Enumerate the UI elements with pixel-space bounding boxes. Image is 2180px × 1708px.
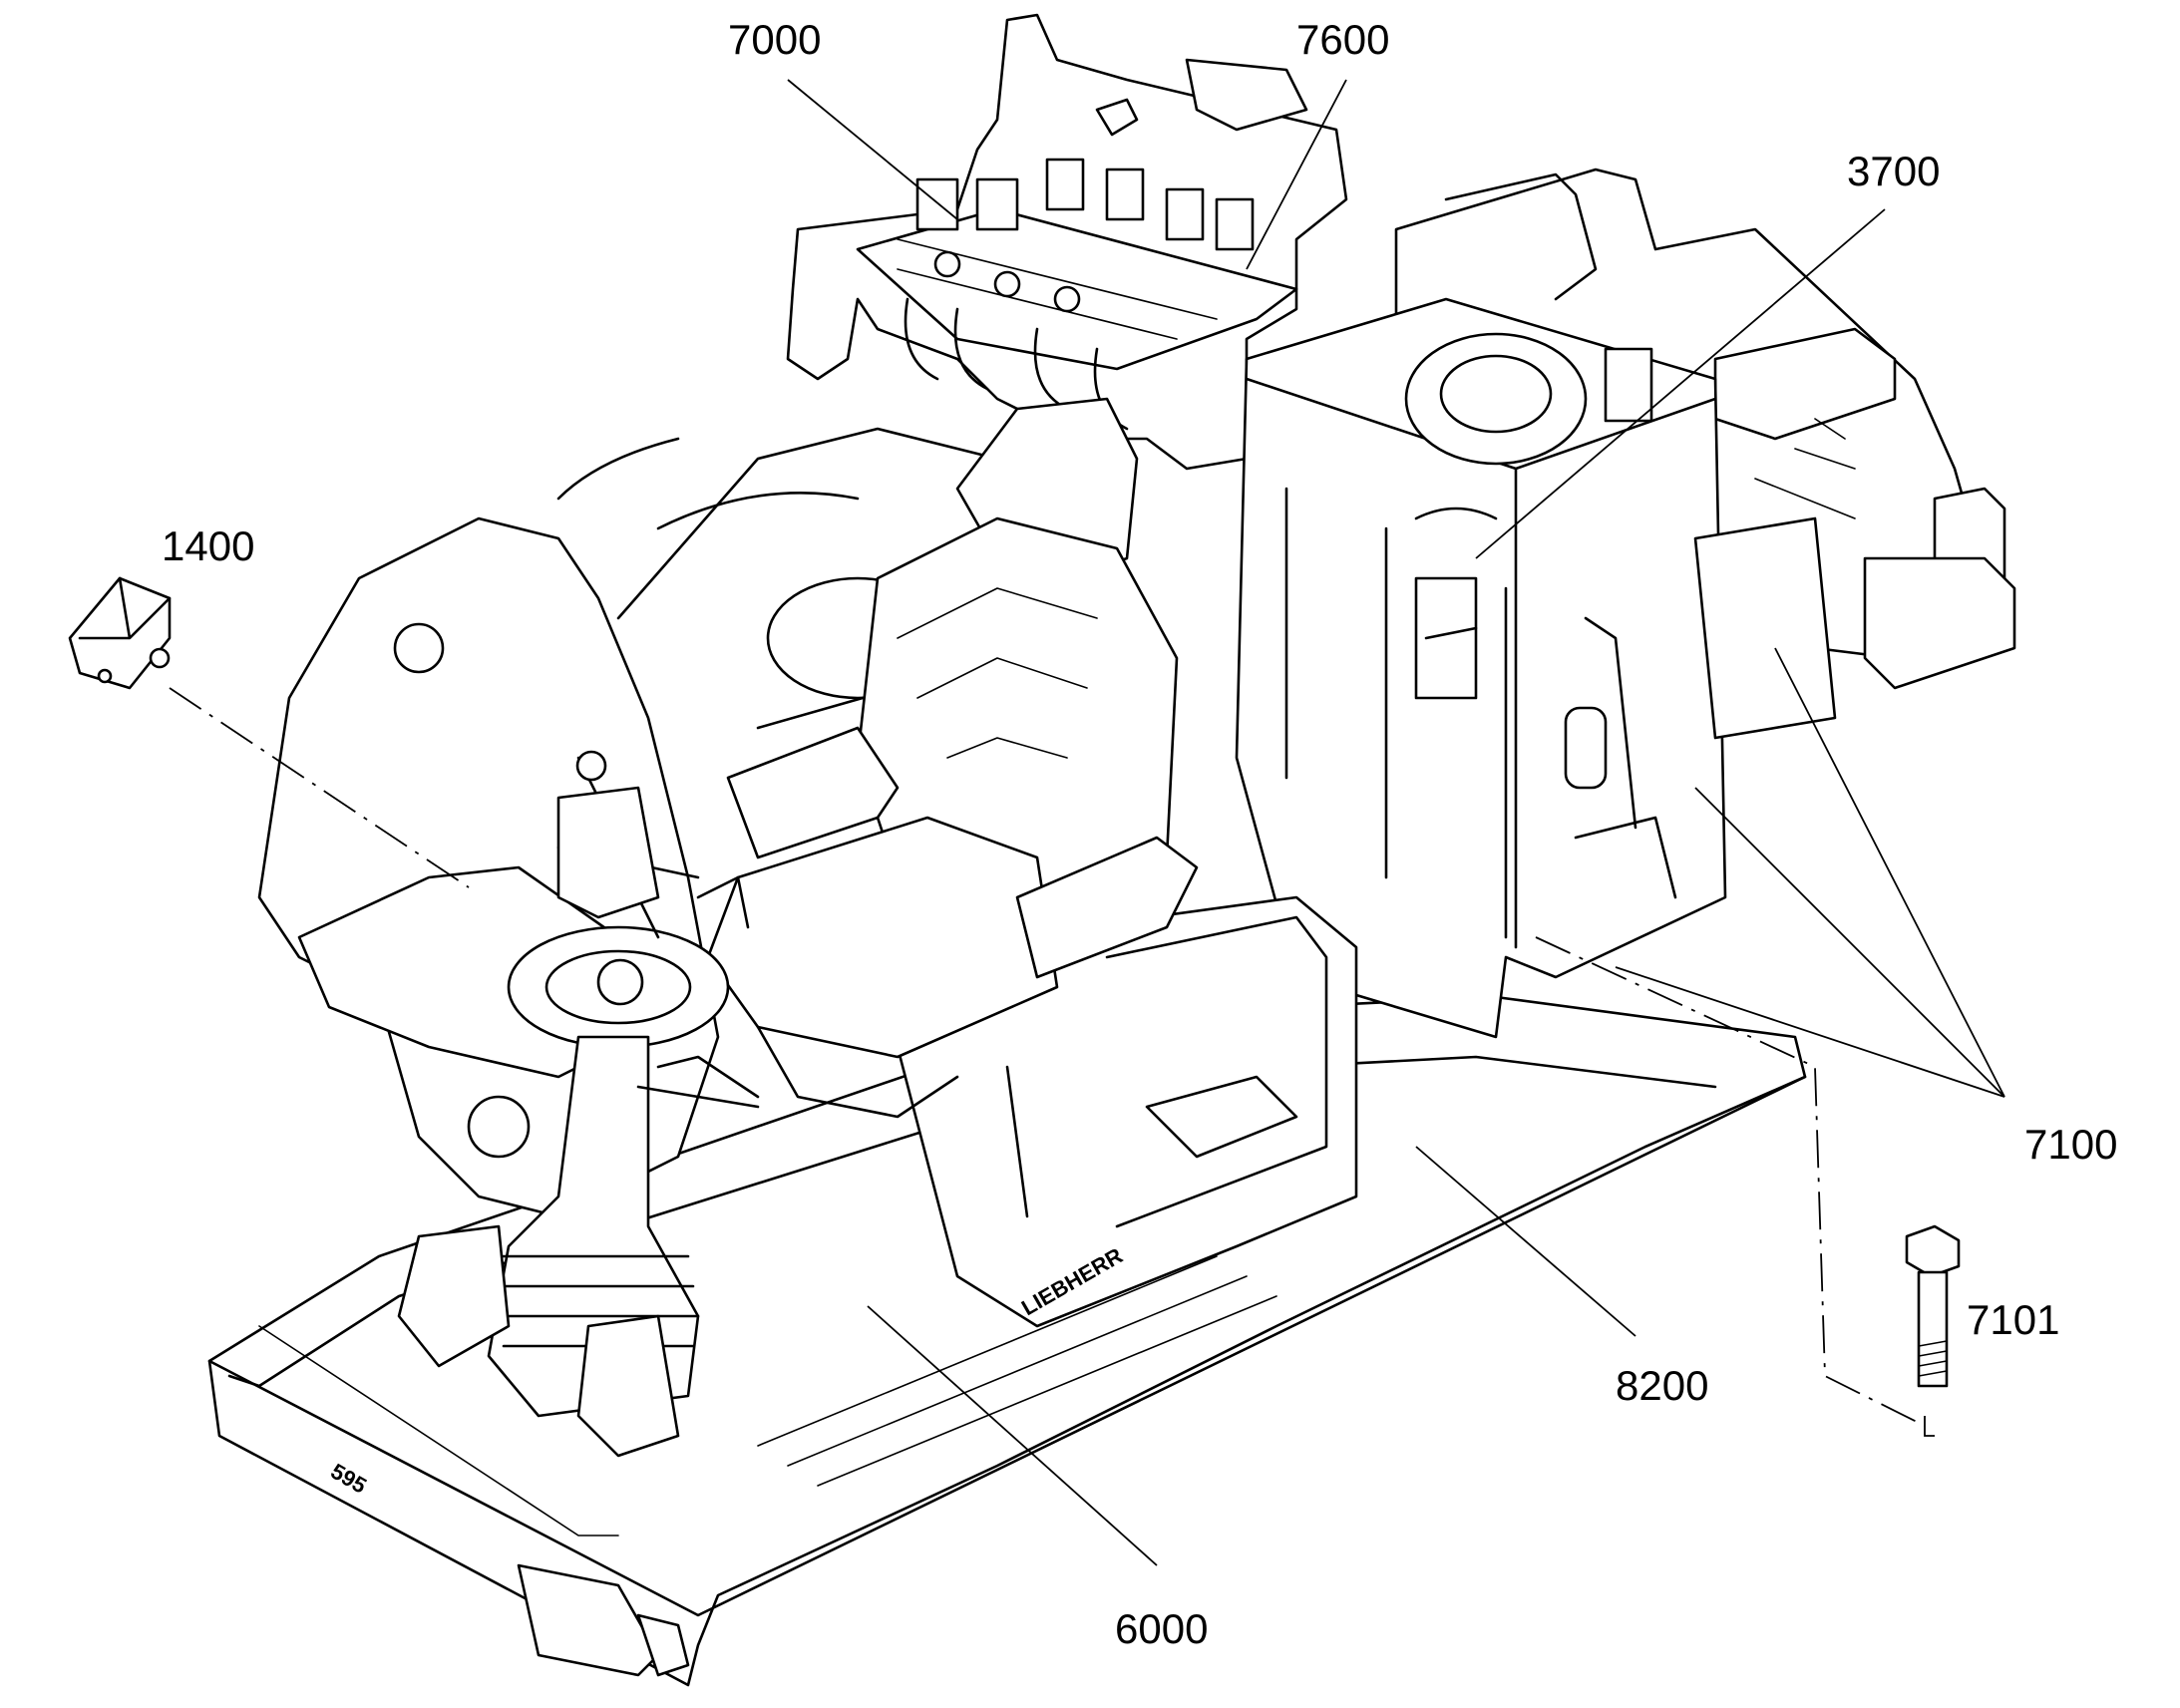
callout-8200: 8200: [1616, 1362, 1708, 1409]
part-1400-valve: [68, 576, 172, 690]
callout-7100: 7100: [2024, 1121, 2117, 1168]
hydraulic-tank-cabinet: [1235, 297, 1837, 1039]
part-7101-bolt: [1905, 1224, 1961, 1388]
leader-lines: [169, 79, 2005, 1566]
callout-7600: 7600: [1296, 16, 1389, 63]
operator-seat: [706, 397, 1199, 1119]
valve-block: [786, 13, 1348, 471]
callout-3700: 3700: [1847, 148, 1940, 194]
callout-1400: 1400: [162, 522, 254, 569]
cab-base-floor: 595: [207, 995, 1807, 1687]
callout-labels: 7000 7600 3700 1400 7100 7101 8200 6000: [162, 16, 2117, 1652]
callout-7000: 7000: [728, 16, 821, 63]
callout-6000: 6000: [1115, 1605, 1208, 1652]
steering-column-dashboard: [297, 750, 760, 1458]
callout-7101: 7101: [1967, 1296, 2059, 1343]
